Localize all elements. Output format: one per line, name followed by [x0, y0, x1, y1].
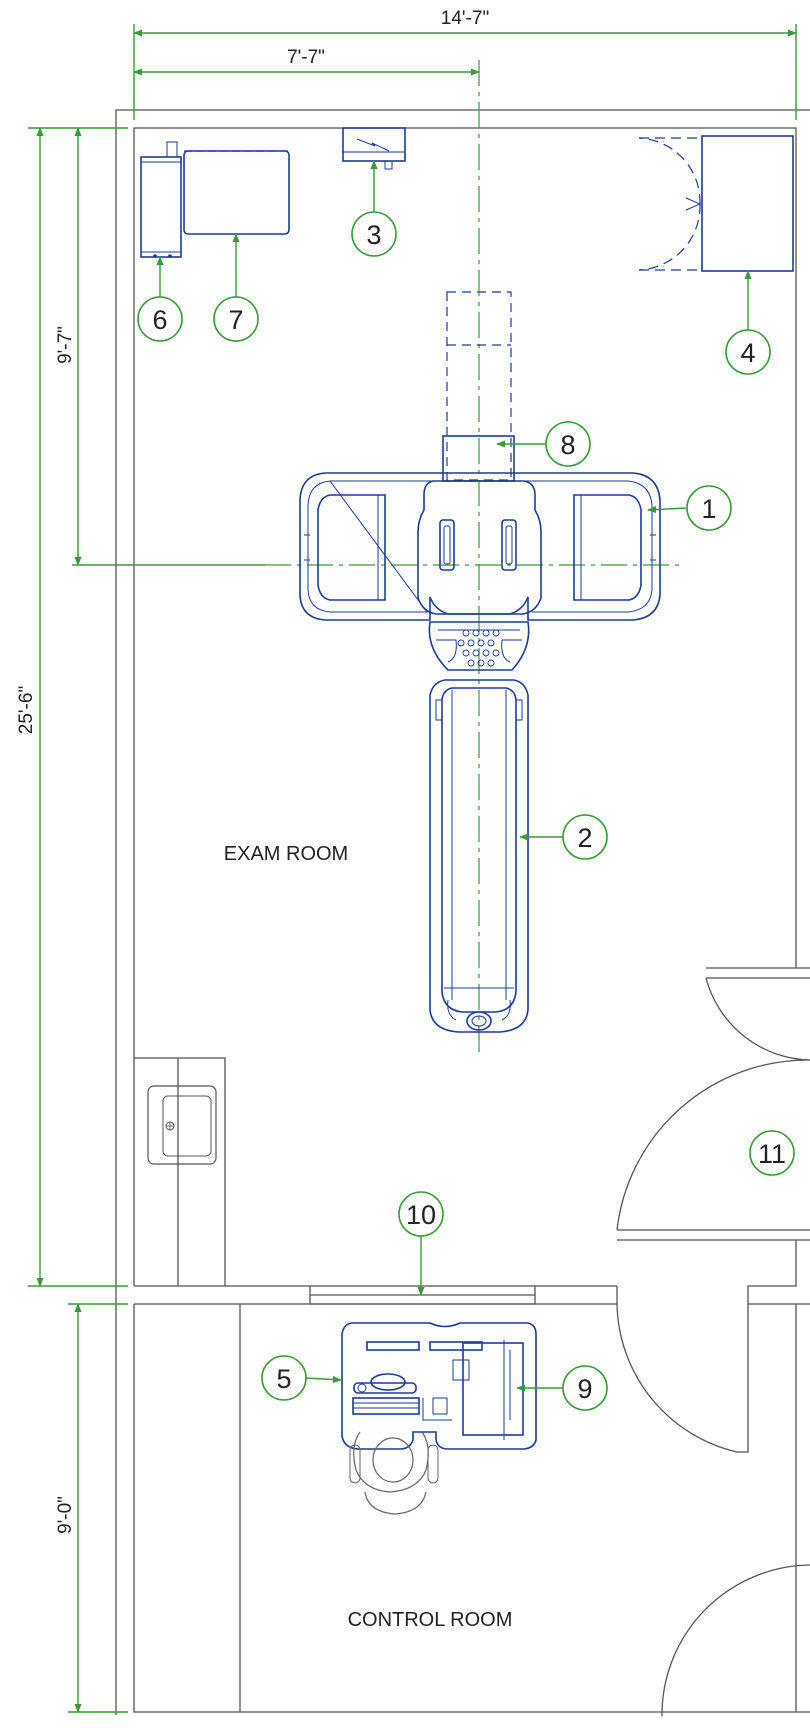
centerlines	[265, 60, 685, 1058]
room-label-control: CONTROL ROOM	[348, 1609, 513, 1631]
cabinet-6	[140, 141, 182, 258]
cabinet-7	[183, 150, 290, 235]
callout-4-label: 4	[740, 338, 755, 368]
gantry-1	[299, 472, 661, 621]
callout-9: 9	[562, 1365, 608, 1411]
dimension-center-offset: 7'-7"	[287, 47, 325, 68]
callout-1: 1	[686, 485, 732, 531]
callout-3: 3	[351, 211, 397, 257]
operator-chair	[349, 1431, 439, 1515]
callout-1-label: 1	[701, 494, 716, 524]
cabinet-4	[638, 135, 794, 272]
callout-6-label: 6	[152, 305, 167, 335]
walls	[115, 109, 810, 1715]
room-label-exam: EXAM ROOM	[224, 843, 348, 865]
callout-leaders	[156, 160, 752, 1392]
callout-8: 8	[545, 421, 591, 467]
sink	[147, 1085, 217, 1165]
callout-6: 6	[137, 296, 183, 342]
callout-2: 2	[562, 814, 608, 860]
control-console	[341, 1322, 537, 1450]
patient-table-2	[428, 621, 530, 1033]
callout-7: 7	[213, 296, 259, 342]
callout-5: 5	[261, 1355, 307, 1401]
callout-7-label: 7	[228, 305, 243, 335]
dimension-exam-length: 25'-6"	[16, 686, 37, 734]
callout-10: 10	[398, 1191, 444, 1237]
callout-10-label: 10	[406, 1200, 436, 1230]
callout-5-label: 5	[276, 1364, 291, 1394]
callout-3-label: 3	[366, 220, 381, 250]
callout-2-label: 2	[577, 823, 592, 853]
dimension-control-length: 9'-0"	[55, 1496, 76, 1534]
callout-9-label: 9	[577, 1374, 592, 1404]
dimension-overall-width: 14'-7"	[441, 8, 489, 29]
dimension-iso-offset: 9'-7"	[55, 326, 76, 364]
door-swings	[616, 977, 810, 1716]
dimension-lines	[28, 24, 797, 1713]
callout-4: 4	[725, 329, 771, 375]
callout-11-label: 11	[758, 1139, 786, 1169]
callout-8-label: 8	[560, 430, 575, 460]
callout-11: 11	[749, 1130, 795, 1176]
